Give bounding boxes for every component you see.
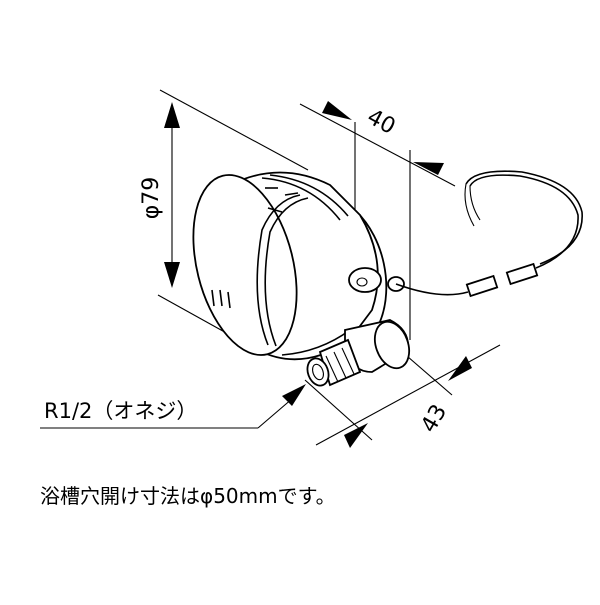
diameter-dimension: φ79: [139, 89, 309, 336]
sensor-cable: [395, 170, 583, 298]
fitting-body: [192, 171, 405, 361]
length-label: 40: [363, 105, 399, 140]
thread-callout: R1/2（オネジ）: [40, 384, 306, 429]
diameter-label: φ79: [139, 177, 164, 220]
thread-label: R1/2（オネジ）: [44, 399, 197, 423]
outlet-elbow: [306, 319, 411, 387]
hole-size-note: 浴槽穴開け寸法はφ50mmです。: [40, 484, 336, 508]
outlet-label: 43: [417, 400, 453, 437]
